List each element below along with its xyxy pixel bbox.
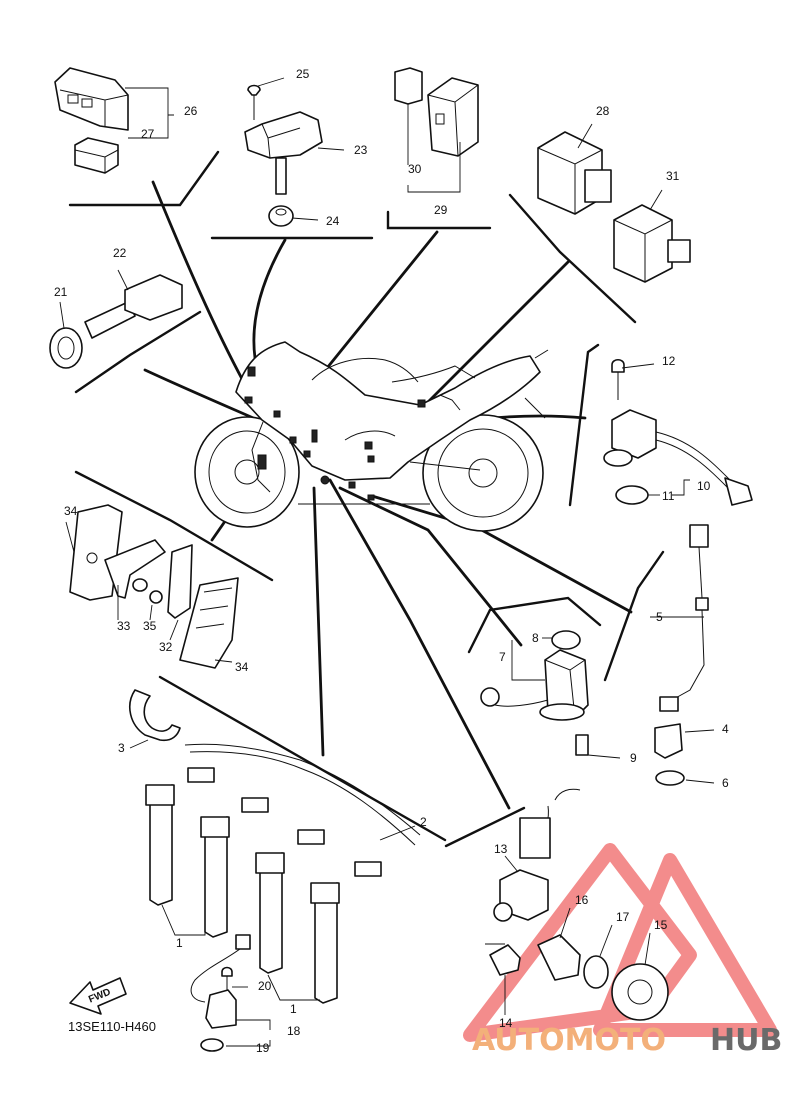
part-32-35-reflector-bracket [69,504,239,669]
part-label-p13: 13 [494,842,508,856]
part-label-p7: 7 [499,650,506,664]
part-label-p8: 8 [532,631,539,645]
part-label-p4: 4 [722,722,729,736]
forward-direction-arrow: FWD [69,977,127,1015]
motorcycle-outline [194,341,549,532]
part-label-p21: 21 [54,285,68,299]
part-label-p17: 17 [616,910,630,924]
part-label-p30: 30 [408,162,422,176]
part-label-p26: 26 [184,104,198,118]
part-label-p15: 15 [654,918,668,932]
part-label-p10: 10 [697,479,711,493]
part-label-p34b: 34 [235,660,249,674]
watermark-brand-part2: HUB [710,1023,782,1058]
part-28-31-control-units [537,131,691,283]
part-label-p19: 19 [256,1041,270,1055]
part-10-11-12-sensor [603,358,753,506]
part-23-24-25-sensor [244,84,323,227]
part-7-8-9-unit [480,630,589,756]
part-label-p20: 20 [258,979,272,993]
part-label-p35: 35 [143,619,157,633]
part-1-ignition-coils [145,784,340,1004]
part-label-p34a: 34 [64,504,78,518]
part-label-p27: 27 [141,127,155,141]
part-21-22-sensor [49,274,183,369]
part-label-p14: 14 [499,1016,513,1030]
location-guide-lines [143,180,633,810]
part-label-p1a: 1 [176,936,183,950]
part-18-19-20-sensor [190,934,251,1052]
part-number-labels: 1123456789101112131415161718192021222324… [54,67,729,1055]
part-26-27-connectors [54,67,129,174]
part-label-p18: 18 [287,1024,301,1038]
part-2-wire-harness [184,743,421,877]
part-label-p28: 28 [596,104,610,118]
part-label-p12: 12 [662,354,676,368]
part-label-p32: 32 [159,640,173,654]
part-label-p3: 3 [118,741,125,755]
watermark-brand-part1: AUTOMOTO [472,1023,666,1058]
part-label-p29: 29 [434,203,448,217]
part-label-p5: 5 [656,610,663,624]
part-label-p2: 2 [420,815,427,829]
part-label-p24: 24 [326,214,340,228]
part-3-clamp [129,689,181,742]
watermark-logo-triangles [463,843,777,1042]
group-brackets [68,150,665,848]
part-label-p1b: 1 [290,1002,297,1016]
part-13-17-crank-sensor [489,788,669,1021]
part-label-p16: 16 [575,893,589,907]
diagram-reference-code: 13SE110-H460 [68,1019,156,1034]
part-4-5-6-sensor-lead [654,524,709,786]
part-label-p9: 9 [630,751,637,765]
part-label-p22: 22 [113,246,127,260]
part-label-p11: 11 [662,489,675,503]
part-label-p23: 23 [354,143,368,157]
part-label-p31: 31 [666,169,680,183]
leader-lines [59,77,715,1047]
watermark-brand: AUTOMOTO HUB [472,1023,782,1058]
part-29-30-relay [394,67,479,157]
part-label-p6: 6 [722,776,729,790]
part-label-p25: 25 [296,67,310,81]
part-label-p33: 33 [117,619,131,633]
